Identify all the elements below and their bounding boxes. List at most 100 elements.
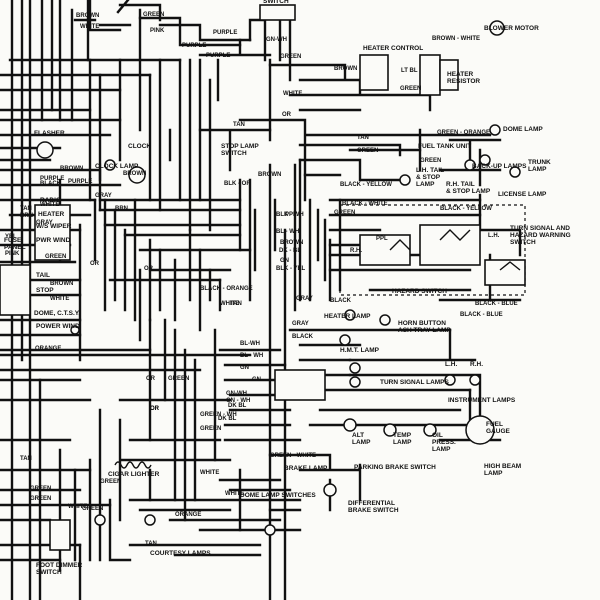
- wire-label-green-mid: GREEN: [280, 54, 301, 60]
- wire-label-purple-4: PURPLE: [68, 179, 92, 185]
- wire-label-purple-2: PURPLE: [206, 53, 230, 59]
- wire-label-bl-wh: BL - WH: [276, 229, 299, 235]
- component-label-ws-wiper: W/S WIPER: [36, 223, 72, 230]
- cigar-lighter-coil: [114, 461, 152, 469]
- component-label-pwr-wind: PWR WIND: [36, 237, 71, 244]
- component-label-lh-lamp: L.H.: [445, 361, 457, 368]
- wire-label-lt-bl: LT BL: [401, 68, 418, 74]
- wire-label-white-4: WHITE: [225, 491, 244, 497]
- wire-label-brown-white-top: BROWN: [76, 13, 99, 19]
- wire-label-brown: BROWN: [334, 66, 357, 72]
- wire-label-brown-4: BROWN: [60, 166, 83, 172]
- wire-label-brown-white: BROWN - WHITE: [432, 36, 480, 42]
- component-label-hmt-lamp: H.M.T. LAMP: [340, 347, 380, 354]
- component-label-clock-lamp: CLOCK LAMP: [95, 163, 139, 170]
- wire-label-tan-2: TAN: [357, 135, 369, 141]
- wire-label-blk-or: BLK - OR: [224, 181, 251, 187]
- component-label-clock: CLOCK: [128, 143, 151, 150]
- wire-label-white-2: WHITE: [220, 301, 239, 307]
- wire-label-gray-3: GRAY: [292, 321, 309, 327]
- wire-label-brown-3: BROWN: [280, 240, 303, 246]
- wire-label-green-heater: GREEN: [400, 86, 421, 92]
- wire-label-blk-wh: BLK - WH: [276, 212, 304, 218]
- wire-label-or-6: OR: [150, 406, 160, 412]
- wire-label-black-1: BLACK: [330, 298, 352, 304]
- wire-label-green-wh: GREEN - WH: [200, 412, 237, 418]
- wire-label-green-7: GREEN: [30, 496, 51, 502]
- component-label-flasher: FLASHER: [34, 130, 65, 137]
- wire-label-ppl: PPL: [285, 212, 297, 218]
- component-label-ash-tray-lamp: ASH TRAY LAMP: [398, 327, 451, 334]
- component-label-license-lamp: LICENSE LAMP: [498, 191, 547, 198]
- component-label-instrument-lamps: INSTRUMENT LAMPS: [448, 397, 516, 404]
- wire-label-ppl-2: PPL: [376, 236, 388, 242]
- component-label-back-up-lamps: BACK-UP LAMPS: [472, 163, 527, 170]
- wire-label-gn: GN: [280, 258, 289, 264]
- component-label-cigar-lighter: CIGAR LIGHTER: [108, 471, 160, 478]
- wire-label-dk-bl-2: DK BL: [228, 403, 247, 409]
- wire-label-black-3: BLACK: [40, 181, 62, 187]
- wire-label-black-orange: BLACK - ORANGE: [200, 286, 253, 292]
- component-label-blower-motor: BLOWER MOTOR: [484, 25, 539, 32]
- wire-label-or-3: OR: [146, 376, 156, 382]
- wire-label-green-orange: GREEN - ORANGE: [437, 130, 490, 136]
- wire-label-tan-5: TAN: [230, 301, 242, 307]
- component-label-stop-switch-top: SWITCH: [263, 0, 289, 5]
- wire-label-green-5: GREEN: [200, 426, 221, 432]
- component-label-heater-control: HEATER CONTROL: [363, 45, 423, 52]
- wire-label-black-blue-1: BLACK - BLUE: [475, 301, 518, 307]
- wire-label-green-4: GREEN: [334, 210, 355, 216]
- wire-label-white: WHITE: [283, 91, 302, 97]
- component-label-parking-brake-switch: PARKING BRAKE SWITCH: [354, 464, 436, 471]
- wire-label-black-yellow: BLACK - YELLOW: [340, 182, 392, 188]
- wire-label-green-11: GREEN: [168, 376, 189, 382]
- turn-signal-switch-box: [339, 204, 526, 296]
- wire-label-white-5: WHITE: [40, 202, 59, 208]
- wire-label-black-yellow-2: BLACK - YELLOW: [440, 206, 492, 212]
- wire-label-white-top: WHITE: [80, 24, 99, 30]
- component-label-dome-lamp: DOME LAMP: [503, 126, 543, 133]
- wire-label-or-1: OR: [282, 112, 292, 118]
- wire-label-gray-2: GRAY: [296, 296, 313, 302]
- component-label-turn-signal-lamps: TURN SIGNAL LAMPS: [380, 379, 450, 386]
- wire-label-green-top: GREEN: [143, 12, 164, 18]
- wire-label-pink-top: PINK: [150, 28, 165, 34]
- wire-label-purple-5: PURPLE: [40, 176, 64, 182]
- wire-label-bl-wh-3: BL-WH: [240, 341, 260, 347]
- wire-label-tan-6: TAN: [20, 456, 32, 462]
- wire-label-green-8: GREEN: [45, 254, 66, 260]
- component-boxes: [0, 4, 459, 551]
- wire-label-gn-wh: GN-WH: [266, 37, 287, 43]
- wire-label-bl-wh-2: BL - WH: [240, 353, 263, 359]
- component-label-stop: STOP: [36, 287, 54, 294]
- wire-label-gn-2: GN: [240, 365, 249, 371]
- wire-label-brown-1: BROWN: [258, 172, 281, 178]
- wire-label-tan-1: TAN: [233, 122, 245, 128]
- wire-label-or-4: OR: [90, 261, 100, 267]
- wire-label-brn-2: BRN: [20, 213, 33, 219]
- component-label-heater: HEATER: [38, 211, 65, 218]
- wire-label-tan-3: TAN: [145, 541, 157, 547]
- wire-label-dk-bl: DK - BL: [279, 248, 301, 254]
- wire-label-yel: YEL: [5, 234, 17, 240]
- wire-label-gn-wh-2: GN - WH: [226, 398, 250, 404]
- lamps: [36, 20, 521, 536]
- wire-label-orange-2: ORANGE: [35, 346, 61, 352]
- component-label-hazard-switch: HAZARD SWITCH: [392, 288, 447, 295]
- wire-label-purple-3: PURPLE: [182, 43, 206, 49]
- wire-label-dk-bl-3: DK BL: [218, 416, 237, 422]
- component-label-dome-ctsy: DOME, C.T.S.Y.: [34, 310, 80, 317]
